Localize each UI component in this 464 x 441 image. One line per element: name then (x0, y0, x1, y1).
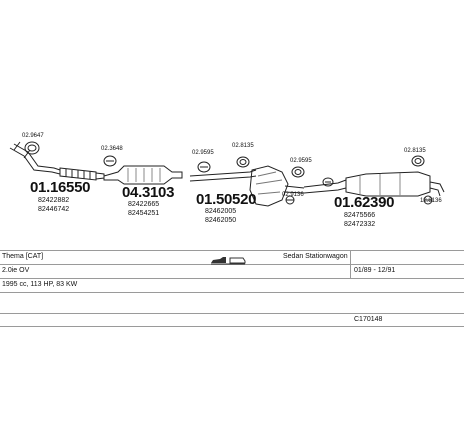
table-divider (0, 292, 464, 293)
accessory-ref-label: 02.9647 (22, 133, 44, 139)
table-divider (0, 250, 464, 251)
oem-number: 82422665 (128, 201, 160, 208)
table-divider (0, 326, 464, 327)
accessory-ref-label: 02.3648 (101, 146, 123, 152)
rear-muffler-drawing (303, 171, 445, 197)
oem-number: 82446742 (38, 206, 70, 213)
oem-number: 82462005 (205, 208, 237, 215)
part-number[interactable]: 01.50520 (196, 191, 257, 208)
sedan-wagon-icon (210, 252, 246, 270)
engine: 2.0ie OV (2, 267, 30, 274)
body-type: Sedan Stationwagon (283, 253, 348, 260)
date-range: 01/89 - 12/91 (354, 267, 396, 274)
oem-number: 82454251 (128, 210, 160, 217)
oem-number: 82422882 (38, 197, 70, 204)
oem-number: 82462050 (205, 217, 237, 224)
clamp-icon (24, 141, 40, 155)
clamp-icon (411, 155, 425, 167)
accessory-ref-label: 02.9595 (192, 150, 214, 156)
clamp-icon (291, 166, 305, 178)
front-pipe-drawing (9, 141, 105, 181)
part-number[interactable]: 01.16550 (30, 179, 91, 196)
part-number[interactable]: 04.3103 (122, 184, 175, 201)
rubber-hanger-icon (423, 195, 433, 205)
accessory-ref-label: 02.8135 (232, 143, 254, 149)
gasket-icon (197, 161, 211, 173)
rubber-hanger-icon (285, 195, 295, 205)
table-divider (0, 278, 464, 279)
catalog-code: C170148 (354, 316, 383, 323)
hanger-icon (322, 177, 334, 187)
oem-number: 82475566 (344, 212, 376, 219)
part-number[interactable]: 01.62390 (334, 194, 395, 211)
exhaust-drawing (9, 141, 445, 207)
table-divider (350, 250, 351, 278)
oem-number: 82472332 (344, 221, 376, 228)
accessory-ref-label: 02.9136 (282, 192, 304, 198)
exhaust-diagram: 02.9647 02.3648 02.9595 02.8135 02.9595 … (9, 133, 445, 228)
catalytic-converter-drawing (103, 165, 183, 185)
gasket-icon (103, 155, 117, 167)
table-divider (0, 313, 464, 314)
accessory-ref-label: 02.9595 (290, 158, 312, 164)
center-muffler-drawing (189, 165, 305, 207)
vehicle-model: Thema [CAT] (2, 253, 44, 260)
accessory-ref-label: 12.8136 (420, 198, 442, 204)
engine-spec: 1995 cc, 113 HP, 83 KW (2, 281, 78, 288)
accessory-ref-label: 02.8135 (404, 148, 426, 154)
clamp-icon (236, 156, 250, 168)
